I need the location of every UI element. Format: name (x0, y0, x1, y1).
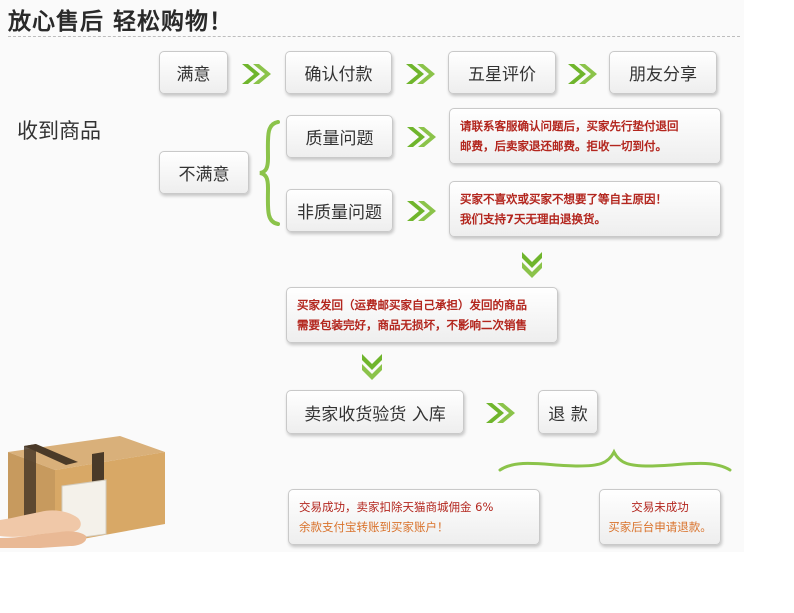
double-chevron-right-icon (407, 127, 436, 147)
seller-receive-inspect-node: 卖家收货验货 入库 (286, 390, 464, 434)
horizontal-brace-icon (498, 448, 732, 472)
double-chevron-down-icon (362, 354, 382, 380)
double-chevron-right-icon (568, 64, 597, 84)
quality-issue-node: 质量问题 (286, 115, 393, 158)
page-title: 放心售后 轻松购物！ (8, 9, 234, 35)
refund-node: 退 款 (538, 390, 598, 434)
double-chevron-right-icon (486, 403, 515, 423)
quality-issue-note: 请联系客服确认问题后，买家先行垫付退回 邮费，后卖家退还邮费。拒收一切到付。 (449, 108, 721, 164)
double-chevron-down-icon (522, 252, 542, 278)
package-box-illustration (0, 436, 165, 548)
return-note-line-1: 买家发回（运费邮买家自己承担）发回的商品 (297, 298, 527, 312)
double-chevron-right-icon (242, 64, 271, 84)
quality-note-line-1: 请联系客服确认问题后，买家先行垫付退回 (460, 119, 679, 133)
unsatisfied-node: 不满意 (159, 151, 249, 194)
success-note-line-2: 余款支付宝转账到买家账户！ (299, 520, 449, 534)
transaction-failed-note: 交易未成功 买家后台申请退款。 (599, 489, 721, 545)
non-quality-note-line-1: 买家不喜欢或买家不想要了等自主原因！ (460, 192, 667, 206)
fail-note-line-1: 交易未成功 (631, 500, 689, 514)
title-divider (8, 36, 740, 37)
double-chevron-right-icon (407, 201, 436, 221)
return-note-line-2: 需要包装完好，商品无损坏，不影响二次销售 (297, 318, 527, 332)
brace-icon (259, 120, 280, 226)
received-goods-label: 收到商品 (17, 119, 101, 143)
fail-note-line-2: 买家后台申请退款。 (608, 520, 712, 534)
satisfied-node: 满意 (159, 51, 228, 94)
five-star-review-node: 五星评价 (448, 51, 556, 94)
confirm-payment-node: 确认付款 (285, 51, 392, 94)
non-quality-note-line-2: 我们支持7天无理由退换货。 (460, 212, 607, 226)
return-shipping-note: 买家发回（运费邮买家自己承担）发回的商品 需要包装完好，商品无损坏，不影响二次销… (286, 287, 558, 343)
share-with-friends-node: 朋友分享 (609, 51, 717, 94)
success-note-line-1: 交易成功，卖家扣除天猫商城佣金 6% (299, 500, 494, 514)
non-quality-issue-note: 买家不喜欢或买家不想要了等自主原因！ 我们支持7天无理由退换货。 (449, 181, 721, 237)
double-chevron-right-icon (406, 64, 435, 84)
quality-note-line-2: 邮费，后卖家退还邮费。拒收一切到付。 (460, 139, 667, 153)
transaction-success-note: 交易成功，卖家扣除天猫商城佣金 6% 余款支付宝转账到买家账户！ (288, 489, 540, 545)
non-quality-issue-node: 非质量问题 (286, 189, 393, 232)
